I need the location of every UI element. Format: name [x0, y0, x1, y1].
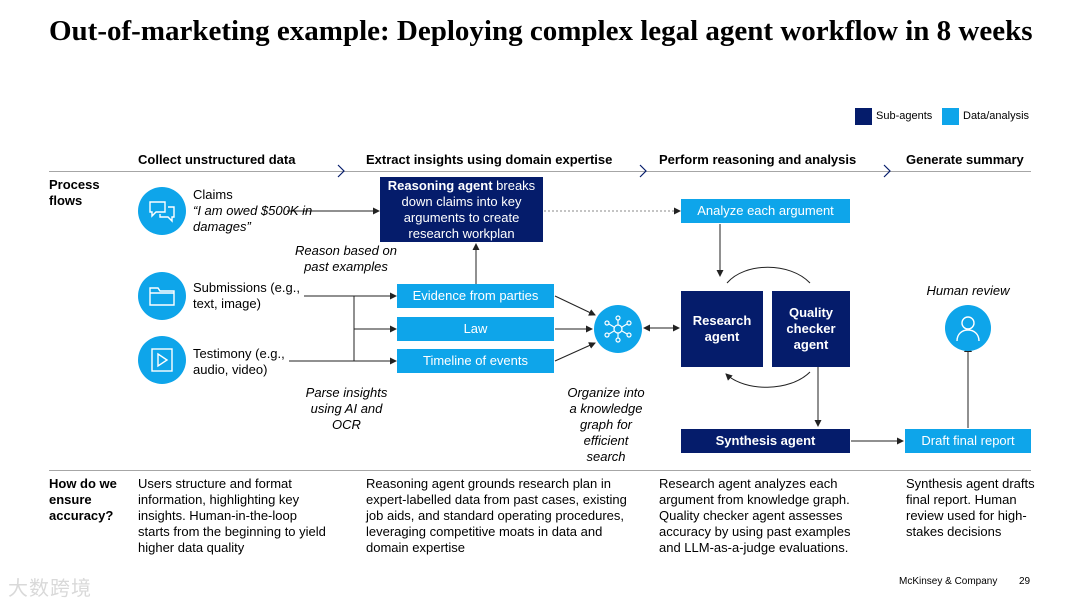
accuracy-collect: Users structure and format information, … [138, 476, 326, 555]
stage-header-extract: Extract insights using domain expertise [366, 152, 613, 167]
accuracy-summary: Synthesis agent drafts final report. Hum… [906, 476, 1035, 539]
synthesis-agent-box: Synthesis agent [681, 429, 850, 453]
submissions-label: Submissions (e.g., text, image) [193, 280, 300, 311]
law-box: Law [397, 317, 554, 341]
stage-header-reasoning: Perform reasoning and analysis [659, 152, 857, 167]
footer-company: McKinsey & Company [899, 576, 998, 587]
accuracy-reasoning: Research agent analyzes each argument fr… [659, 476, 851, 555]
footer-page-number: 29 [1019, 576, 1031, 587]
legend-label-sub-agents: Sub-agents [876, 110, 933, 122]
play-icon [138, 336, 186, 384]
row-label-accuracy: How do we ensure accuracy? [49, 476, 117, 523]
reasoning-agent-bold: Reasoning agent [387, 177, 493, 193]
annotation-reason-based: Reason based on past examples [295, 243, 397, 274]
annotation-parse-insights: Parse insights using AI and OCR [305, 385, 388, 432]
evidence-box: Evidence from parties [397, 284, 554, 308]
network-graph-icon [594, 305, 642, 353]
stage-header-summary: Generate summary [906, 152, 1024, 167]
accuracy-extract: Reasoning agent grounds research plan in… [366, 476, 627, 555]
reasoning-agent-box: Reasoning agent breaks down claims into … [380, 177, 543, 242]
analyze-box: Analyze each argument [681, 199, 850, 223]
watermark: 大数跨境 [8, 578, 92, 600]
legend-swatch-data-analysis [942, 108, 959, 125]
claims-label: Claims [193, 187, 233, 202]
accuracy-divider [49, 470, 1031, 471]
person-icon [945, 305, 991, 351]
claims-quote: “I am owed $500K in damages” [193, 203, 313, 234]
chat-bubbles-icon [138, 187, 186, 235]
research-agent-box: Research agent [681, 291, 763, 367]
quality-checker-agent-box: Quality checker agent [772, 291, 850, 367]
row-label-process: Process flows [49, 177, 100, 208]
header-divider [49, 171, 1031, 172]
timeline-box: Timeline of events [397, 349, 554, 373]
annotation-organize: Organize into a knowledge graph for effi… [567, 385, 645, 464]
draft-box: Draft final report [905, 429, 1031, 453]
folder-icon [138, 272, 186, 320]
testimony-label: Testimony (e.g., audio, video) [193, 346, 285, 377]
stage-header-collect: Collect unstructured data [138, 152, 296, 167]
legend-swatch-sub-agents [855, 108, 872, 125]
annotation-human-review: Human review [926, 283, 1010, 298]
reasoning-agent-desc: breaks down claims into key arguments to… [401, 177, 536, 241]
page-title: Out-of-marketing example: Deploying comp… [49, 15, 1033, 47]
legend-label-data-analysis: Data/analysis [963, 110, 1030, 122]
